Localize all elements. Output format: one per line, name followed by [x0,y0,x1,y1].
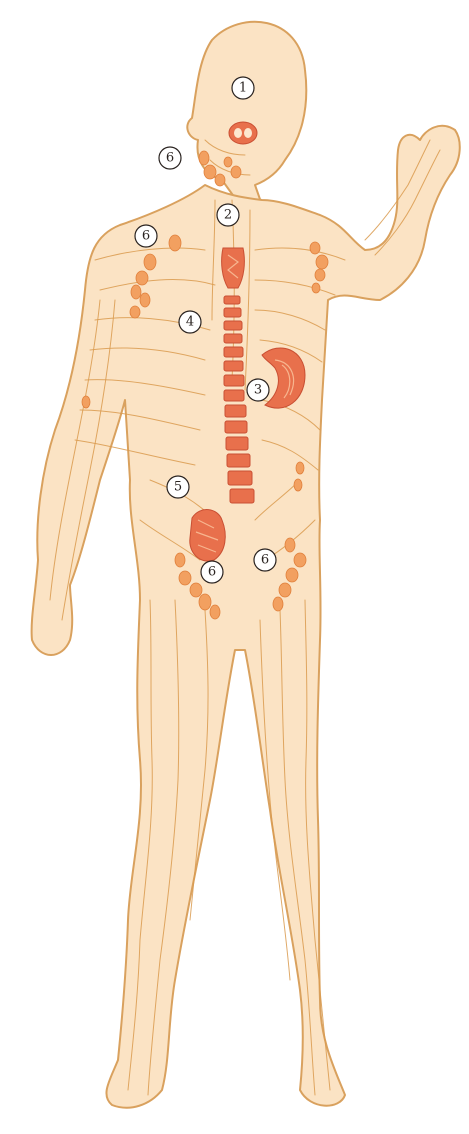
marker-6-neck: 6 [159,147,181,169]
inguinal-node [179,571,191,585]
elbow-node [82,396,90,408]
marker-6-groin-left: 6 [201,561,223,583]
tonsils [229,122,257,144]
peyers-patches [190,510,225,562]
marker-1-label: 1 [239,81,247,96]
axillary-node [140,293,150,307]
marker-3-label: 3 [254,383,262,398]
marker-6-groin-right: 6 [254,549,276,571]
axillary-node [169,235,181,251]
cervical-node [224,157,232,167]
axillary-node [312,283,320,293]
marker-4-label: 4 [186,315,194,330]
inguinal-node [294,553,306,567]
marker-1: 1 [232,77,254,99]
cervical-node [204,165,216,179]
inguinal-node [190,583,202,597]
marker-3: 3 [247,379,269,401]
marker-6-axilla: 6 [135,225,157,247]
cervical-node [215,174,225,186]
marker-6-groin-right-label: 6 [261,553,269,568]
abdominal-node [296,462,304,474]
axillary-node [136,271,148,285]
inguinal-node [279,583,291,597]
marker-5-label: 5 [174,480,182,495]
thymus [222,248,245,288]
marker-6-neck-label: 6 [166,151,174,166]
marker-6-groin-left-label: 6 [208,565,216,580]
axillary-node [131,285,141,299]
marker-2-label: 2 [224,208,232,223]
inguinal-node [273,597,283,611]
marker-2: 2 [217,204,239,226]
axillary-node [315,269,325,281]
inguinal-node [286,568,298,582]
axillary-node [310,242,320,254]
axillary-node [316,255,328,269]
inguinal-node [199,594,211,610]
body-outline [32,22,460,1108]
inguinal-node [175,553,185,567]
cervical-node [199,151,209,165]
abdominal-node [294,479,302,491]
cervical-node [231,166,241,178]
axillary-node [130,306,140,318]
axillary-node [144,254,156,270]
marker-4: 4 [179,311,201,333]
marker-5: 5 [167,476,189,498]
marker-6-axilla-label: 6 [142,229,150,244]
inguinal-node [210,605,220,619]
inguinal-node [285,538,295,552]
